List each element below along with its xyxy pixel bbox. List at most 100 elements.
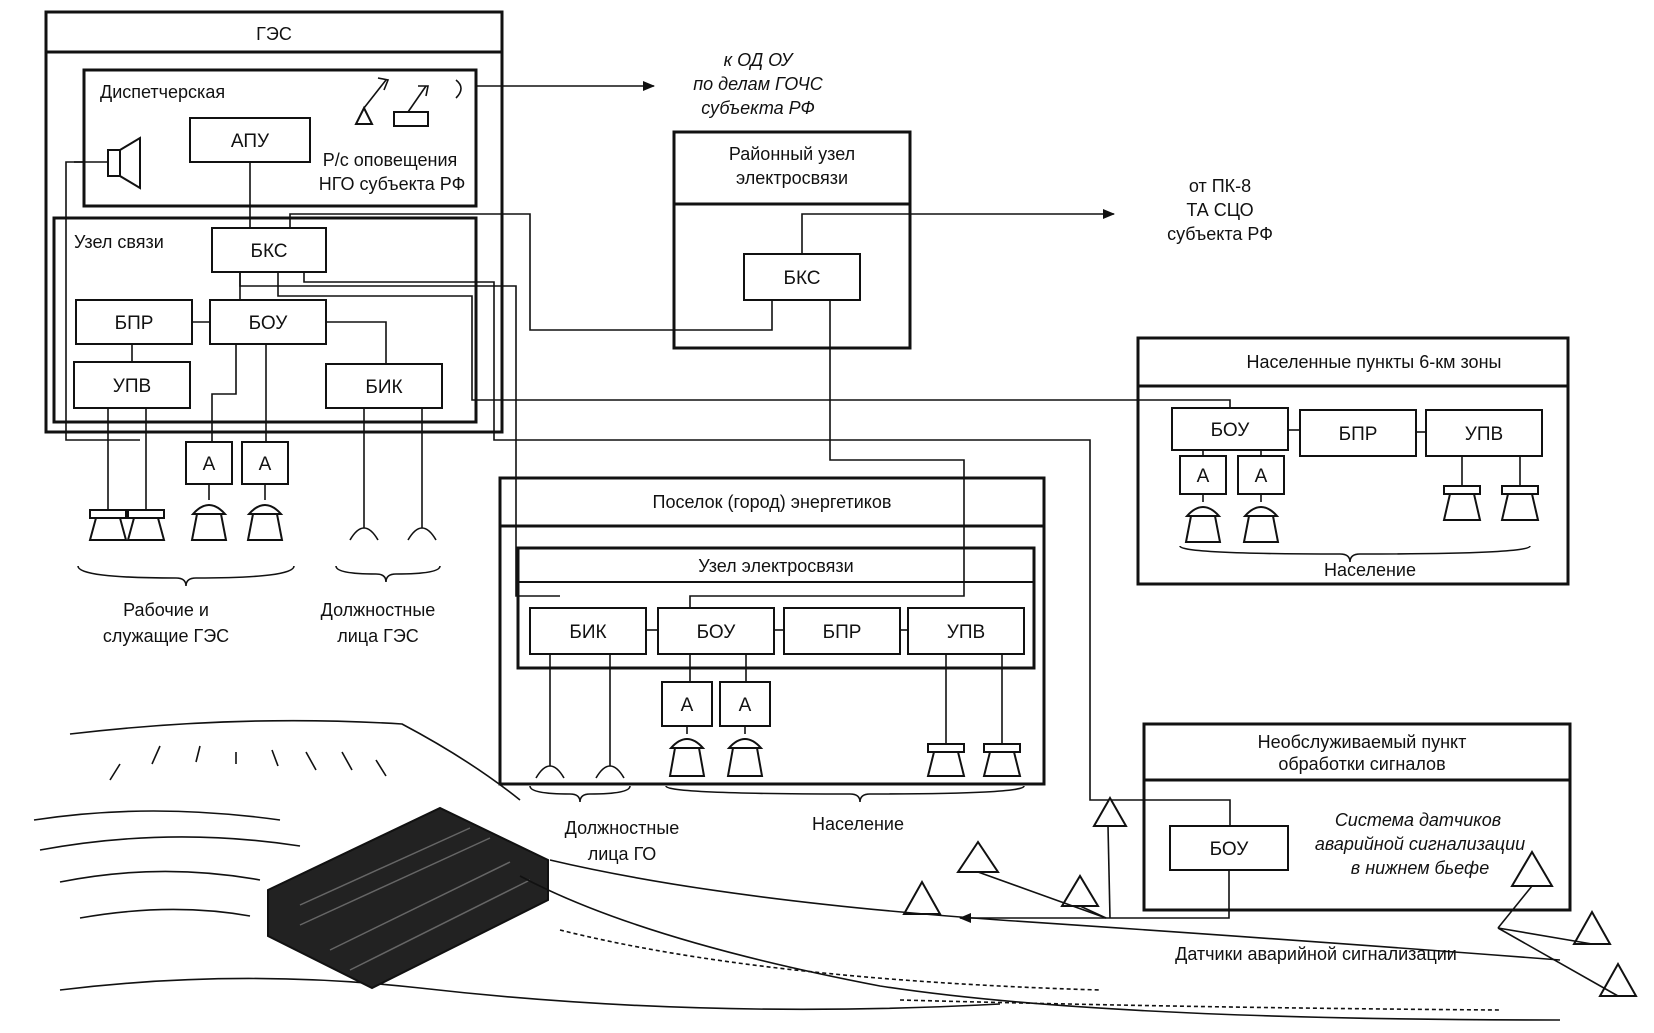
settlement-loudspeaker-2	[726, 726, 764, 777]
alarm-sensors-label: Датчики аварийной сигнализации	[1175, 944, 1457, 964]
hpp-loudspeaker-2	[246, 484, 284, 541]
radio-station-line2: НГО субъекта РФ	[319, 174, 466, 194]
zone-bpr-box	[1299, 409, 1417, 457]
settlement-title: Поселок (город) энергетиков	[653, 492, 892, 512]
hpp-amp-2	[241, 441, 289, 485]
sensors-line1: Система датчиков	[1335, 810, 1501, 830]
sensor-triangle-7	[1598, 961, 1638, 997]
settlement-bou-box	[657, 607, 775, 655]
hpp-officials-brace	[335, 565, 441, 583]
zone-siren-1	[1442, 456, 1482, 521]
zone-amp-2	[1237, 455, 1285, 495]
settlement-officials-line1: Должностные	[565, 818, 680, 838]
link-hpp-settlement	[239, 272, 560, 597]
od-ou-line1: к ОД ОУ	[724, 50, 794, 70]
settlement-upv-box	[907, 607, 1025, 655]
settlement-officials-line2: лица ГО	[588, 844, 657, 864]
district-bks-box	[743, 253, 861, 301]
hpp-officials-line1: Должностные	[321, 600, 436, 620]
hpp-siren-2	[126, 408, 166, 541]
hpp-title: ГЭС	[256, 24, 292, 44]
hpp-officials-line2: лица ГЭС	[337, 626, 419, 646]
settlement-bik-box	[529, 607, 647, 655]
zone-population-brace	[1179, 545, 1531, 563]
pk8-line2: ТА СЦО	[1186, 200, 1253, 220]
hpp-phone-1	[349, 408, 379, 541]
district-title-line1: Районный узел	[729, 144, 855, 164]
settlement-phone-1	[535, 654, 565, 779]
alarm-sensors-field: Датчики аварийной сигнализации	[902, 795, 1638, 997]
settlement-node-title: Узел электросвязи	[698, 556, 853, 576]
unattended-point-block: Необслуживаемый пункт обработки сигналов…	[1142, 722, 1572, 912]
settlement-siren-1	[926, 654, 966, 777]
hpp-workers-line1: Рабочие и	[123, 600, 209, 620]
radio-station-line1: Р/с оповещения	[323, 150, 458, 170]
settlement-block: Поселок (город) энергетиков Узел электро…	[498, 476, 1046, 786]
settlement-siren-2	[982, 654, 1022, 777]
zone6km-title: Населенные пункты 6-км зоны	[1247, 352, 1502, 372]
hpp-bpr-label: БПР	[115, 313, 154, 334]
zone6km-block: Населенные пункты 6-км зоны БОУ БПР УПВ …	[1136, 336, 1570, 586]
hpp-phone-2	[407, 408, 437, 541]
settlement-bou-label: БОУ	[697, 622, 737, 643]
zone-upv-box	[1425, 409, 1543, 457]
sensors-line3: в нижнем бьефе	[1351, 858, 1489, 878]
settlement-bpr-box	[783, 607, 901, 655]
zone-loudspeaker-1	[1184, 494, 1222, 543]
link-hpp-zone6	[277, 272, 1231, 408]
district-title-line2: электросвязи	[736, 168, 848, 188]
zone-amp-1	[1179, 455, 1227, 495]
district-bks-label: БКС	[783, 268, 820, 289]
zone-upv-label: УПВ	[1465, 424, 1503, 445]
antenna-icon	[354, 77, 462, 127]
settlement-amp-2-label: А	[739, 695, 752, 716]
zone-siren-2	[1500, 456, 1540, 521]
hpp-bks-label: БКС	[250, 241, 287, 262]
hpp-siren-1	[88, 408, 128, 541]
settlement-officials-brace	[529, 785, 631, 803]
apu-label: АПУ	[231, 131, 270, 152]
zone-amp-1-label: А	[1197, 466, 1210, 487]
unattended-bou-label: БОУ	[1210, 839, 1250, 860]
zone-bou-box	[1171, 407, 1289, 451]
sensor-triangle-6	[1572, 909, 1612, 945]
settlement-loudspeaker-1	[668, 726, 706, 777]
apu-box	[189, 117, 311, 163]
landscape-illustration	[33, 719, 1561, 1021]
zone-population-label: Население	[1324, 560, 1416, 580]
settlement-amp-1-label: А	[681, 695, 694, 716]
comm-node-label: Узел связи	[74, 232, 164, 252]
hpp-amp-2-label: А	[259, 454, 272, 475]
zone-bpr-label: БПР	[1339, 424, 1378, 445]
zone-amp-2-label: А	[1255, 466, 1268, 487]
settlement-amp-2	[719, 681, 771, 727]
settlement-bik-label: БИК	[569, 622, 606, 643]
loudspeaker-icon	[107, 136, 141, 190]
hpp-bou-label: БОУ	[249, 313, 289, 334]
settlement-population-brace	[665, 785, 1025, 803]
unattended-title-line2: обработки сигналов	[1278, 754, 1445, 774]
link-district-settlement	[689, 300, 965, 620]
hpp-block: ГЭС Диспетчерская АПУ Р/с оповещения НГО…	[44, 10, 504, 646]
settlement-phone-2	[595, 654, 625, 779]
unattended-title-line1: Необслуживаемый пункт	[1258, 732, 1467, 752]
zone-loudspeaker-2	[1242, 494, 1280, 543]
link-hpp-unattended	[303, 272, 1231, 826]
hpp-workers-line2: служащие ГЭС	[103, 626, 229, 646]
hpp-bpr-box	[75, 299, 193, 345]
pk8-line3: субъекта РФ	[1167, 224, 1273, 244]
hpp-workers-brace	[77, 565, 295, 587]
sensor-triangle-3	[1060, 874, 1100, 907]
sensor-triangle-4	[902, 879, 942, 915]
link-bks-district	[289, 213, 773, 331]
district-node-block: Районный узел электросвязи БКС	[672, 130, 912, 350]
sensors-line2: аварийной сигнализации	[1315, 834, 1525, 854]
settlement-upv-label: УПВ	[947, 622, 985, 643]
hpp-bik-box	[325, 363, 443, 409]
hpp-upv-label: УПВ	[113, 376, 151, 397]
hpp-amp-1-label: А	[203, 454, 216, 475]
pk8-line1: от ПК-8	[1189, 176, 1251, 196]
hpp-bks-box	[211, 227, 327, 273]
sensor-triangle-5	[1510, 850, 1554, 887]
